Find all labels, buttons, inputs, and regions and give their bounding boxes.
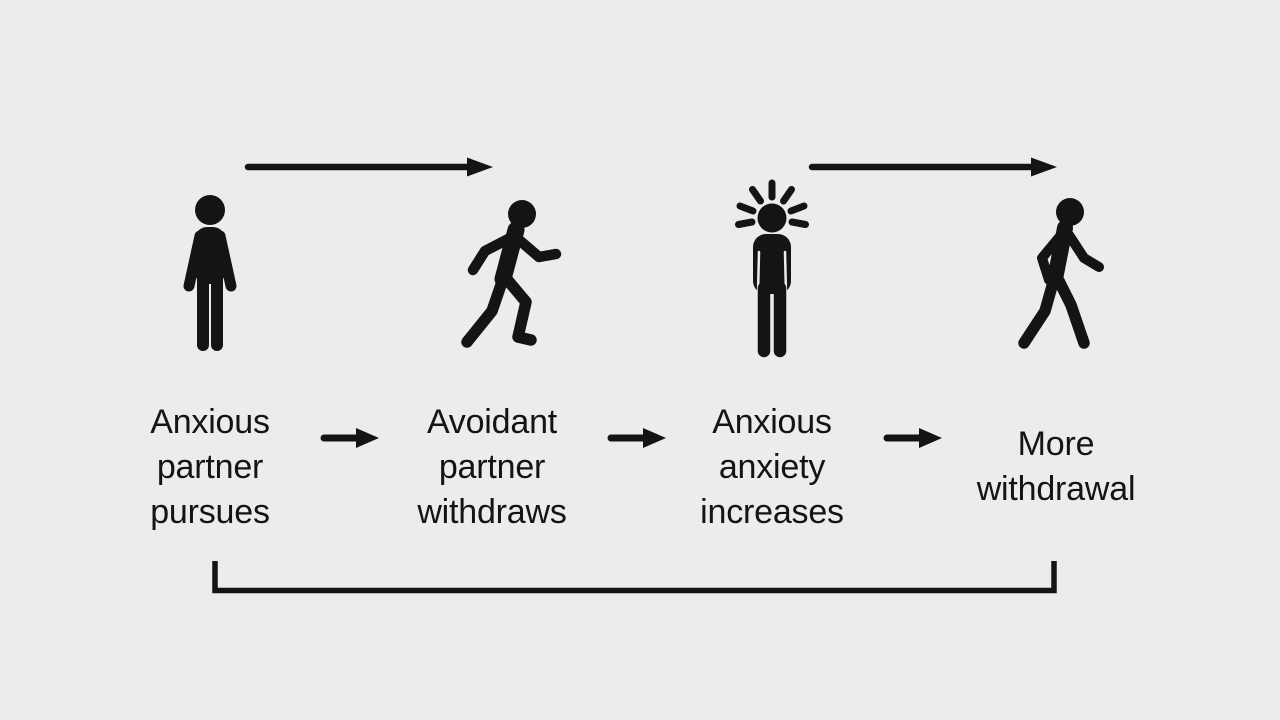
label-line: partner: [438, 448, 546, 486]
step-label-anxious-anxiety-increases: Anxious anxiety increases: [647, 400, 897, 535]
label-line: increases: [700, 493, 844, 531]
label-line: withdraws: [417, 493, 567, 531]
arrow-right-icon: [244, 157, 493, 177]
label-line: Anxious: [150, 403, 270, 441]
label-line: withdrawal: [976, 470, 1136, 508]
label-line: partner: [156, 448, 264, 486]
label-line: anxiety: [718, 448, 826, 486]
step-label-avoidant-partner-withdraws: Avoidant partner withdraws: [367, 400, 617, 535]
arrow-right-icon: [607, 428, 666, 448]
feedback-loop-bracket: [212, 561, 1057, 594]
label-line: Avoidant: [426, 403, 558, 441]
step-label-anxious-partner-pursues: Anxious partner pursues: [85, 400, 335, 535]
anxious-person-icon: [735, 179, 809, 358]
step-label-more-withdrawal: More withdrawal: [931, 422, 1181, 512]
arrow-right-icon: [808, 157, 1057, 177]
label-line: pursues: [150, 493, 270, 531]
walking-person-icon: [461, 200, 562, 348]
arrow-right-icon: [883, 428, 942, 448]
walking-away-person-icon: [1018, 198, 1104, 349]
standing-person-icon: [183, 195, 237, 351]
arrow-right-icon: [320, 428, 379, 448]
label-line: More: [1017, 425, 1095, 463]
label-line: Anxious: [712, 403, 832, 441]
